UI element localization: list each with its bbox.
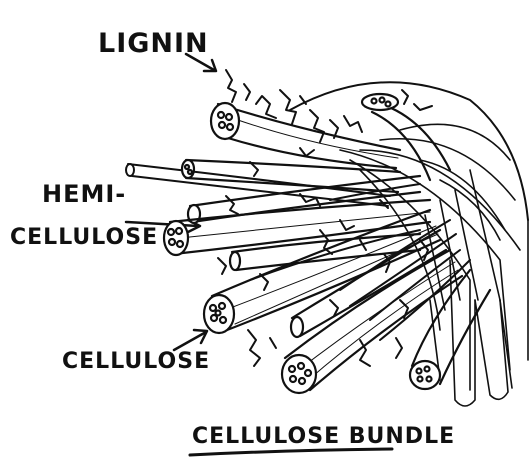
hemicellulose-label-line2: CELLULOSE [10, 225, 158, 250]
cellulose-arrow [174, 330, 207, 350]
cellulose-fiber [410, 270, 490, 389]
cellulose-fiber [230, 234, 420, 270]
cellulose-fiber [291, 230, 446, 337]
title-underline [190, 449, 392, 455]
diagram-title: CELLULOSE BUNDLE [192, 424, 455, 449]
hemicellulose-label-line1: HEMI- [42, 180, 126, 208]
cellulose-label: CELLULOSE [62, 349, 210, 374]
lignin-label: LIGNIN [98, 28, 209, 59]
